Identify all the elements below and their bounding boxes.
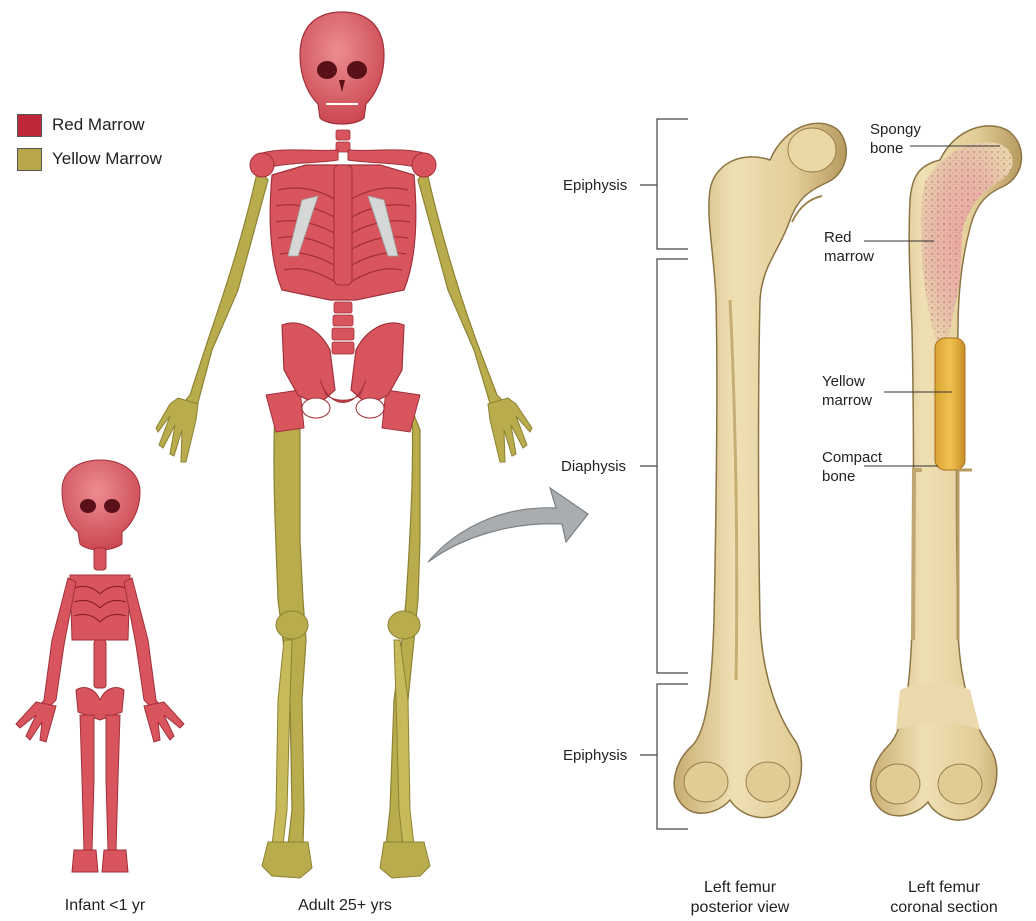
yellow-marrow-line1: Yellow: [822, 372, 872, 391]
spongy-bone-label: Spongy bone: [870, 120, 921, 158]
magnify-arrow: [428, 488, 588, 562]
compact-bone-line2: bone: [822, 467, 882, 486]
femur-coronal-caption: Left femur coronal section: [852, 878, 1036, 918]
femur-coronal-caption-line2: coronal section: [852, 898, 1036, 918]
femur-coronal-section: [871, 126, 1022, 820]
epiphysis-top-label: Epiphysis: [563, 176, 627, 195]
infant-caption: Infant <1 yr: [20, 896, 190, 916]
spongy-bone-line1: Spongy: [870, 120, 921, 139]
femur-posterior-caption-line2: posterior view: [660, 898, 820, 918]
adult-caption: Adult 25+ yrs: [255, 896, 435, 916]
yellow-marrow-line2: marrow: [822, 391, 872, 410]
adult-skeleton: [156, 12, 532, 878]
diaphysis-label: Diaphysis: [561, 457, 626, 476]
yellow-marrow-swatch: [17, 148, 42, 171]
marrow-legend: Red Marrow Yellow Marrow: [17, 108, 162, 176]
femur-posterior-caption-line1: Left femur: [660, 878, 820, 898]
legend-label: Yellow Marrow: [52, 149, 162, 169]
red-marrow-label: Red marrow: [824, 228, 874, 266]
legend-label: Red Marrow: [52, 115, 145, 135]
femur-coronal-caption-line1: Left femur: [852, 878, 1036, 898]
region-brackets: [640, 119, 688, 829]
infant-skeleton: [16, 460, 184, 872]
red-marrow-line1: Red: [824, 228, 874, 247]
yellow-marrow-label: Yellow marrow: [822, 372, 872, 410]
femur-posterior-view: [674, 123, 846, 817]
epiphysis-bottom-label: Epiphysis: [563, 746, 627, 765]
red-marrow-swatch: [17, 114, 42, 137]
legend-item-yellow-marrow: Yellow Marrow: [17, 142, 162, 176]
femur-posterior-caption: Left femur posterior view: [660, 878, 820, 918]
red-marrow-line2: marrow: [824, 247, 874, 266]
compact-bone-line1: Compact: [822, 448, 882, 467]
spongy-bone-line2: bone: [870, 139, 921, 158]
legend-item-red-marrow: Red Marrow: [17, 108, 162, 142]
compact-bone-label: Compact bone: [822, 448, 882, 486]
